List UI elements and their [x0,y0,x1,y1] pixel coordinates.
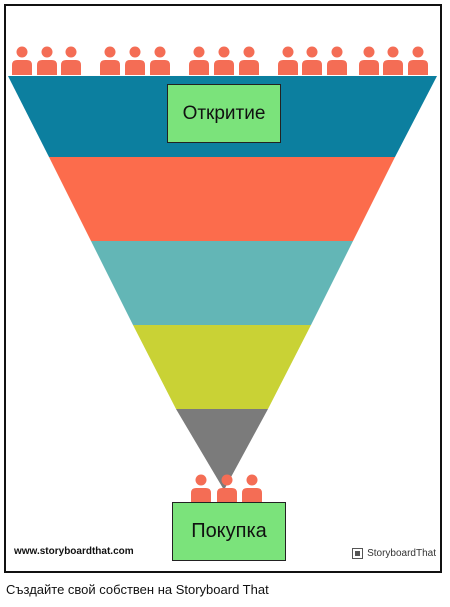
brand-logo[interactable]: StoryboardThat [352,548,436,559]
person-icon [150,46,170,75]
person-icon [12,46,32,75]
brand-name: StoryboardThat [367,548,436,559]
funnel-band-3 [91,241,353,325]
footer-url[interactable]: www.storyboardthat.com [14,546,134,557]
person-icon [217,474,237,503]
person-icon [359,46,379,75]
stage-label-discovery: Откритие [167,84,281,143]
funnel-band-5 [176,409,268,490]
person-icon [278,46,298,75]
person-icon [189,46,209,75]
storyboard-logo-icon [352,548,364,559]
caption-link[interactable]: Създайте свой собствен на Storyboard Tha… [6,582,269,597]
person-icon [100,46,120,75]
person-icon [239,46,259,75]
person-icon [383,46,403,75]
person-icon [125,46,145,75]
stage-label-purchase: Покупка [172,502,286,561]
funnel-band-2 [49,157,395,241]
funnel-band-4 [133,325,311,409]
person-icon [242,474,262,503]
person-icon [37,46,57,75]
person-icon [408,46,428,75]
person-icon [327,46,347,75]
person-icon [214,46,234,75]
person-icon [61,46,81,75]
person-icon [302,46,322,75]
person-icon [191,474,211,503]
